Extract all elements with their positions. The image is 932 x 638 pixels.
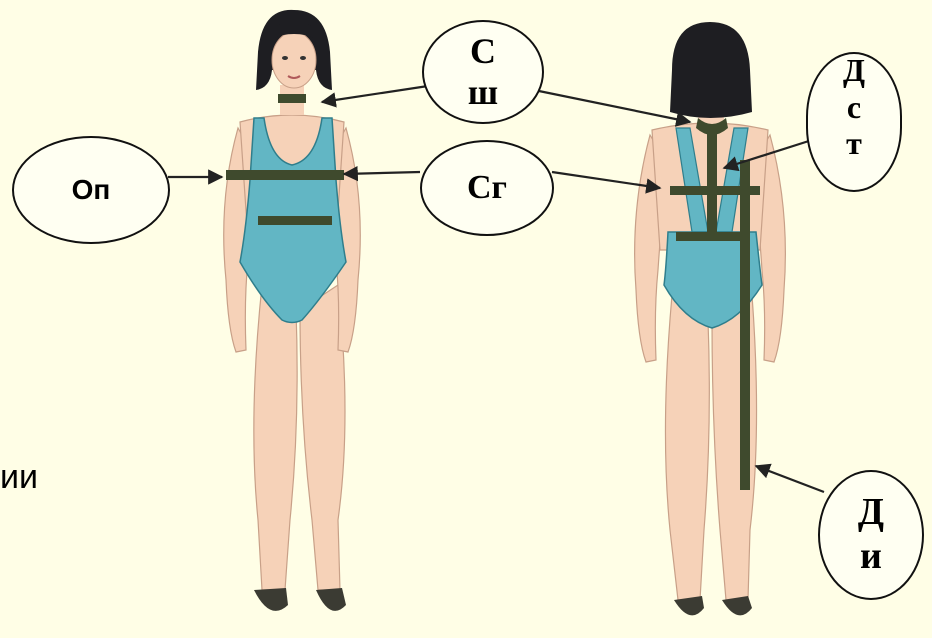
front-waist-tape (258, 216, 332, 225)
front-right-sandal (316, 588, 346, 611)
label-dst-line2: с (847, 89, 861, 126)
front-left-leg (254, 285, 297, 590)
label-sg-bubble: Сг (420, 140, 554, 236)
label-sg: Сг (467, 168, 507, 207)
back-figure (635, 22, 786, 615)
front-face (272, 32, 316, 88)
back-left-leg (665, 295, 709, 600)
side-text-fragment: ии (0, 458, 38, 497)
back-side-length-tape (740, 160, 750, 490)
label-op: Оп (72, 174, 111, 206)
label-op-bubble: Оп (12, 136, 170, 244)
label-ssh-line2: ш (468, 72, 498, 113)
back-waist-tape (676, 232, 746, 241)
label-ssh-bubble: С ш (422, 20, 544, 124)
label-dst-line3: т (846, 125, 862, 162)
arrow-di (756, 466, 824, 492)
back-center-tape (707, 126, 717, 236)
front-neck-tape (278, 94, 306, 103)
label-ssh-line1: С (470, 31, 496, 72)
front-left-sandal (254, 588, 288, 611)
label-di-line2: и (860, 535, 882, 579)
arrow-ssh-front (322, 86, 428, 102)
label-dst-bubble: Д с т (806, 52, 902, 192)
back-hair (670, 22, 752, 118)
label-di-line1: Д (858, 491, 884, 535)
label-dst-line1: Д (843, 52, 865, 89)
arrow-ssh-back (534, 90, 690, 122)
label-di-bubble: Д и (818, 470, 924, 600)
front-chest-tape (226, 170, 344, 180)
